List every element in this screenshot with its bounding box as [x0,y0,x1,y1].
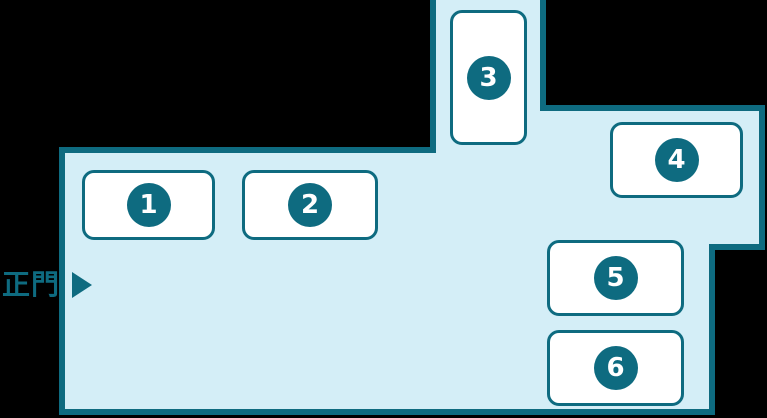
room-badge-1: 1 [126,183,171,227]
map-room-2[interactable]: 2 [242,170,378,240]
room-badge-6: 6 [593,346,638,390]
main-gate-label: 正門 [2,268,61,301]
map-room-5[interactable]: 5 [547,240,684,316]
room-badge-3: 3 [466,55,511,100]
map-room-3[interactable]: 3 [450,10,527,145]
map-room-1[interactable]: 1 [82,170,215,240]
triangle-right-icon [72,272,92,298]
map-room-6[interactable]: 6 [547,330,684,406]
map-room-4[interactable]: 4 [610,122,743,198]
room-badge-2: 2 [288,183,332,227]
room-badge-5: 5 [593,256,638,300]
room-badge-4: 4 [654,138,699,182]
